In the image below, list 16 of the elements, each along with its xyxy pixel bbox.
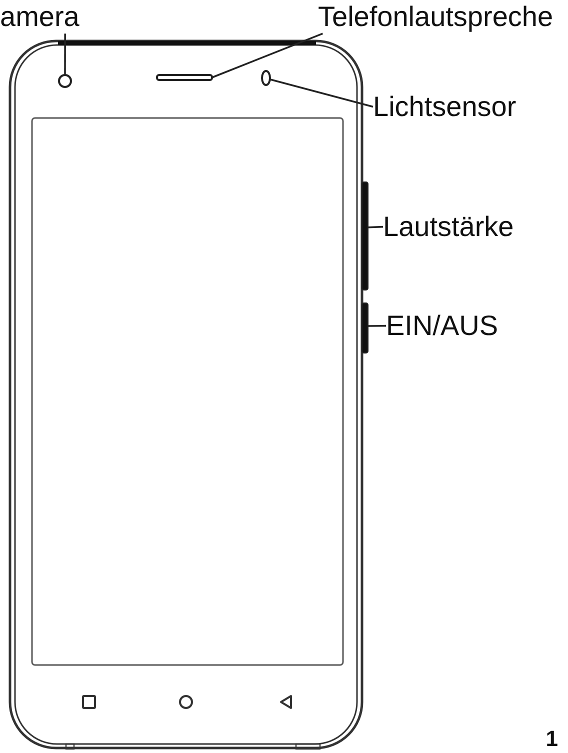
- page-number: 1: [546, 726, 558, 751]
- leader-line: [368, 324, 386, 327]
- power-button: [362, 302, 368, 354]
- camera-lens: [58, 74, 72, 88]
- part-label: amera: [0, 0, 80, 34]
- part-label: Telefonlautspreche: [318, 0, 554, 34]
- leader-line: [64, 34, 66, 75]
- leader-line: [270, 78, 374, 108]
- leader-line: [368, 226, 384, 228]
- part-label: Lautstärke: [383, 210, 514, 244]
- part-label: EIN/AUS: [386, 309, 498, 343]
- earpiece-slot: [156, 74, 213, 81]
- sensor-window: [261, 70, 271, 86]
- leader-line: [212, 32, 324, 78]
- part-label: Lichtsensor: [373, 90, 516, 124]
- volume-button: [362, 182, 368, 290]
